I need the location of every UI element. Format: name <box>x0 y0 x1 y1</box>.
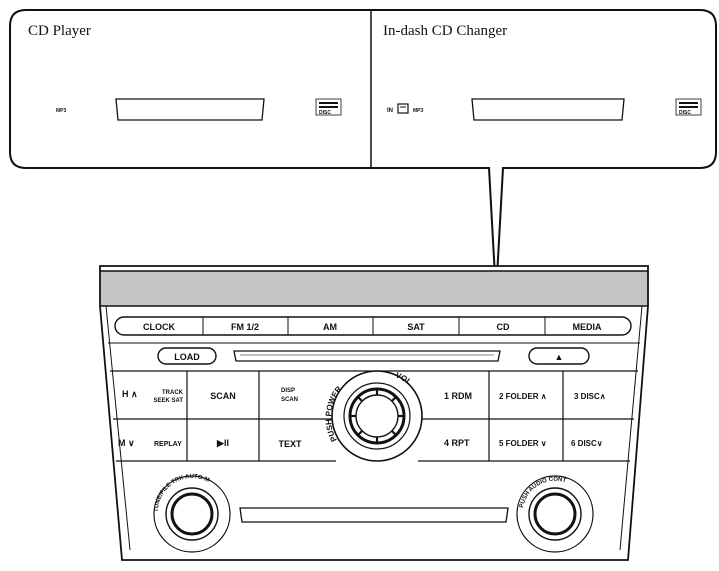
bottom-section: TUNE/FILE TRK AUTO-M PUSH AUDIO CONT <box>153 474 594 553</box>
display-band <box>101 271 647 306</box>
cd-button[interactable]: CD <box>497 322 510 332</box>
disc-logo-right-icon: DISC <box>675 98 702 116</box>
sat-button[interactable]: SAT <box>407 322 425 332</box>
left-button-block: H ∧ TRACK SEEK SAT M ∨ REPLAY SCAN ▶II D… <box>118 388 302 449</box>
play-pause-button[interactable]: ▶II <box>216 438 229 448</box>
audio-control-knob[interactable]: PUSH AUDIO CONT <box>516 475 594 553</box>
in-indicator: IN <box>387 108 393 114</box>
mp3-indicator-left: MP3 <box>56 108 67 114</box>
button-grid <box>113 371 634 462</box>
minute-down-button[interactable]: M ∨ <box>118 438 135 448</box>
load-label: LOAD <box>174 352 200 362</box>
cd-player-title: CD Player <box>28 23 91 39</box>
preset-6-disc-down-button[interactable]: 6 DISC∨ <box>571 439 603 448</box>
preset-1-rdm-button[interactable]: 1 RDM <box>444 391 472 401</box>
preset-3-disc-up-button[interactable]: 3 DISC∧ <box>574 392 606 401</box>
fm-button[interactable]: FM 1/2 <box>231 322 259 332</box>
right-button-block: 1 RDM 2 FOLDER ∧ 3 DISC∧ 4 RPT 5 FOLDER … <box>444 391 606 448</box>
preset-5-folder-down-button[interactable]: 5 FOLDER ∨ <box>499 439 547 448</box>
mp3-indicator-right: MP3 <box>413 108 424 114</box>
hour-up-button[interactable]: H ∧ <box>122 389 138 399</box>
seek-sat-label: SEEK SAT <box>153 398 183 404</box>
svg-text:DISC: DISC <box>679 110 691 116</box>
clock-button[interactable]: CLOCK <box>143 322 175 332</box>
preset-4-rpt-button[interactable]: 4 RPT <box>444 438 470 448</box>
scan-sub-label: SCAN <box>281 397 298 403</box>
cd-slot-right <box>471 98 625 121</box>
disc-count-icon <box>397 103 409 114</box>
load-button[interactable] <box>157 347 217 365</box>
scan-button[interactable]: SCAN <box>210 391 236 401</box>
media-button[interactable]: MEDIA <box>573 322 603 332</box>
power-volume-knob[interactable]: PUSH POWER VOL <box>324 370 423 462</box>
preset-2-folder-up-button[interactable]: 2 FOLDER ∧ <box>499 392 547 401</box>
cd-slot <box>233 350 501 362</box>
lower-slot <box>239 507 509 523</box>
top-button-bar: CLOCK FM 1/2 AM SAT CD MEDIA <box>114 316 632 336</box>
svg-text:DISC: DISC <box>319 110 331 116</box>
callout-box: CD Player In-dash CD Changer MP3 DISC IN… <box>9 9 717 296</box>
eject-icon: ▲ <box>555 352 564 362</box>
track-label: TRACK <box>162 390 184 396</box>
eject-button[interactable] <box>528 347 590 365</box>
tune-file-knob[interactable]: TUNE/FILE TRK AUTO-M <box>153 474 231 553</box>
am-button[interactable]: AM <box>323 322 337 332</box>
cd-changer-title: In-dash CD Changer <box>383 23 507 39</box>
text-button[interactable]: TEXT <box>278 439 302 449</box>
disp-label: DISP <box>281 388 295 394</box>
disc-logo-left-icon: DISC <box>315 98 342 116</box>
replay-button[interactable]: REPLAY <box>154 441 182 448</box>
cd-slot-left <box>115 98 265 121</box>
